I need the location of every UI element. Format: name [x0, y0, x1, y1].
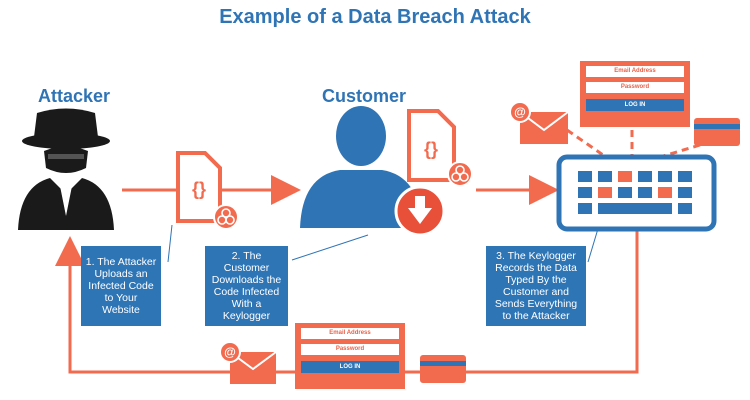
email-field-label: Email Address	[329, 330, 371, 336]
step-2-callout: 2. The Customer Downloads the Code Infec…	[205, 246, 288, 326]
step-1-callout: 1. The Attacker Uploads an Infected Code…	[81, 246, 161, 326]
step-3-callout: 3. The Keylogger Records the Data Typed …	[486, 246, 586, 326]
password-field-label: Password	[620, 84, 650, 90]
login-button-label: LOG IN	[624, 102, 646, 108]
user-icon	[300, 106, 422, 228]
email-icon: @	[509, 101, 569, 144]
diagram-title: Example of a Data Breach Attack	[219, 6, 531, 28]
code-file-icon: {}	[176, 151, 222, 223]
svg-text:@: @	[224, 345, 236, 359]
customer-label: Customer	[322, 86, 407, 106]
login-form-icon	[295, 323, 405, 389]
download-icon	[394, 185, 446, 237]
login-button-label: LOG IN	[339, 364, 361, 370]
email-field-label: Email Address	[614, 68, 656, 74]
code-file-icon: {}	[407, 109, 456, 182]
spy-icon	[18, 108, 114, 230]
dashed-connectors	[566, 128, 701, 159]
credit-card-icon	[694, 118, 740, 146]
attacker-label: Attacker	[38, 86, 111, 106]
credit-card-icon	[420, 355, 466, 383]
email-icon: @	[219, 341, 277, 384]
biohazard-icon	[213, 204, 239, 230]
svg-text:@: @	[514, 105, 526, 119]
keyboard-icon	[556, 154, 717, 232]
biohazard-icon	[447, 161, 473, 187]
svg-text:{}: {}	[192, 179, 206, 199]
password-field-label: Password	[335, 346, 365, 352]
login-form-icon	[580, 61, 690, 127]
svg-text:{}: {}	[424, 139, 438, 159]
